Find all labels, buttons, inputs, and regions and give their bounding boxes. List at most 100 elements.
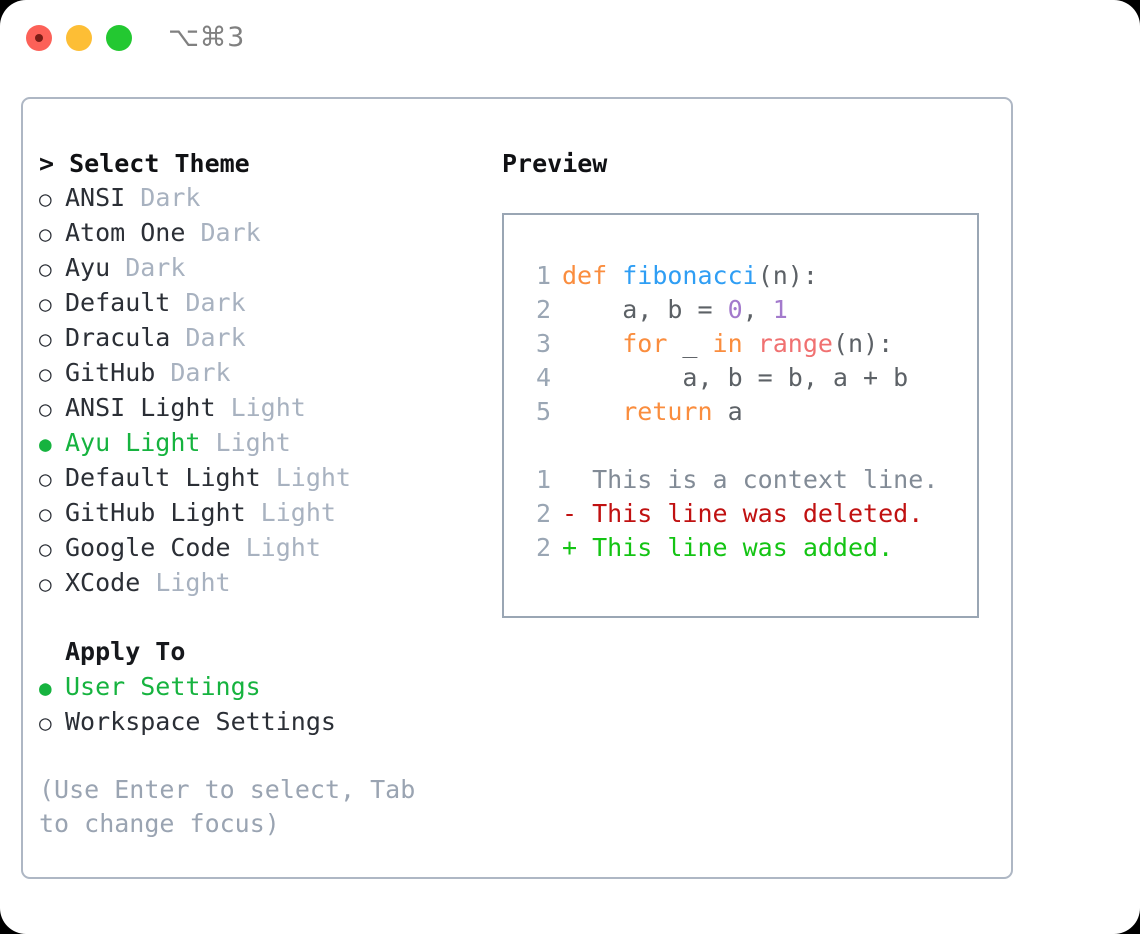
radio-unselected-icon: ○	[39, 467, 52, 491]
preview-spacer	[521, 429, 977, 463]
theme-option-label: Ayu Light	[65, 428, 201, 457]
code-token-pl	[562, 329, 622, 358]
theme-option-google-code[interactable]: ○ Google Code Light	[39, 531, 479, 566]
diff-line-ctx: 1 This is a context line.	[521, 463, 977, 497]
theme-option-category: Light	[215, 393, 306, 422]
radio-unselected-icon: ○	[39, 572, 52, 596]
theme-option-label: XCode	[65, 568, 141, 597]
code-line-number: 3	[535, 329, 551, 358]
diff-marker: +	[562, 533, 578, 562]
code-line: 4 a, b = b, a + b	[521, 361, 977, 395]
diff-marker	[562, 463, 577, 497]
diff-marker: -	[562, 499, 578, 528]
theme-option-label: ANSI	[65, 183, 126, 212]
theme-option-default-light[interactable]: ○Default Light Light	[39, 461, 479, 496]
theme-option-category: Dark	[125, 183, 201, 212]
radio-unselected-icon: ○	[39, 187, 52, 211]
code-token-pl: (n):	[832, 329, 894, 358]
close-window-button[interactable]	[26, 25, 52, 51]
code-token-kw: return	[622, 397, 713, 426]
code-token-pl: a	[712, 397, 743, 426]
diff-line-text: This line was added.	[577, 533, 894, 562]
theme-option-category: Dark	[110, 253, 186, 282]
theme-option-ansi[interactable]: ○ ANSI Dark	[39, 181, 479, 216]
diff-line-number: 2	[535, 533, 551, 562]
maximize-window-button[interactable]	[106, 25, 132, 51]
keyboard-shortcut-label: ⌥⌘3	[168, 22, 245, 53]
code-token-num: 1	[772, 295, 788, 324]
code-token-kw: in	[712, 329, 743, 358]
code-line-number: 1	[535, 261, 551, 290]
theme-option-label: Atom One	[65, 218, 186, 247]
theme-option-xcode[interactable]: ○ XCode Light	[39, 566, 479, 601]
theme-option-category: Dark	[170, 288, 246, 317]
code-line-number: 2	[535, 295, 551, 324]
theme-option-category: Dark	[185, 218, 261, 247]
theme-option-category: Light	[245, 498, 336, 527]
minimize-window-button[interactable]	[66, 25, 92, 51]
radio-unselected-icon: ○	[39, 537, 52, 561]
theme-option-category: Light	[260, 463, 351, 492]
diff-line-number: 1	[535, 465, 551, 494]
code-line-content: a, b = 0, 1	[562, 293, 788, 327]
theme-option-category: Light	[140, 568, 231, 597]
theme-option-ansi-light[interactable]: ○ANSI Light Light	[39, 391, 479, 426]
radio-selected-icon: ●	[39, 676, 52, 700]
keyboard-hint-text: (Use Enter to select, Tab to change focu…	[39, 775, 416, 838]
radio-unselected-icon: ○	[39, 222, 52, 246]
diff-preview: 1 This is a context line.2- This line wa…	[521, 463, 977, 565]
diff-line-text: This line was deleted.	[577, 499, 924, 528]
theme-option-github[interactable]: ○ GitHub Dark	[39, 356, 479, 391]
code-token-pl: a, b =	[562, 295, 728, 324]
code-line: 5 return a	[521, 395, 977, 429]
apply-to-section: Apply To ● User Settings ○Workspace Settin…	[39, 635, 479, 740]
theme-option-label: GitHub Light	[65, 498, 246, 527]
theme-option-atom-one[interactable]: ○ Atom One Dark	[39, 216, 479, 251]
diff-line-number: 2	[535, 499, 551, 528]
diff-line-del: 2- This line was deleted.	[521, 497, 977, 531]
code-line: 1 def fibonacci(n):	[521, 259, 977, 293]
theme-option-category: Dark	[170, 323, 246, 352]
radio-unselected-icon: ○	[39, 502, 52, 526]
code-line: 3 for _ in range(n):	[521, 327, 977, 361]
theme-option-label: Dracula	[65, 323, 171, 352]
radio-unselected-icon: ○	[39, 362, 52, 386]
theme-option-ayu-light[interactable]: ●Ayu Light Light	[39, 426, 479, 461]
theme-option-github-light[interactable]: ○ GitHub Light Light	[39, 496, 479, 531]
diff-line-add: 2 + This line was added.	[521, 531, 977, 565]
theme-option-dracula[interactable]: ○Dracula Dark	[39, 321, 479, 356]
code-line-content: return a	[562, 395, 743, 429]
theme-option-label: GitHub	[65, 358, 156, 387]
preview-heading: Preview	[502, 149, 608, 178]
theme-list: ○ANSI Dark○Atom One Dark○Ayu Dark○Defaul…	[39, 181, 479, 601]
code-token-kw: for	[622, 329, 668, 358]
theme-option-label: ANSI Light	[65, 393, 216, 422]
apply-to-option-user-settings[interactable]: ● User Settings	[39, 670, 479, 705]
code-line-number: 5	[535, 397, 551, 426]
main-panel: > Select Theme ○ANSI Dark○Atom One Dark○…	[21, 97, 1013, 879]
code-token-num: 0	[727, 295, 743, 324]
window-controls	[26, 25, 132, 51]
theme-option-default[interactable]: ○Default Dark	[39, 286, 479, 321]
theme-option-label: Ayu	[65, 253, 111, 282]
apply-to-option-workspace-settings[interactable]: ○Workspace Settings	[39, 705, 479, 740]
apply-to-heading: Apply To	[65, 637, 186, 666]
radio-unselected-icon: ○	[39, 292, 52, 316]
theme-option-category: Dark	[155, 358, 231, 387]
code-line: 2 a, b = 0, 1	[521, 293, 977, 327]
apply-to-heading-spacer	[39, 636, 65, 670]
code-token-pl: (n):	[757, 261, 818, 290]
code-token-pl: a, b = b, a + b	[562, 363, 909, 392]
theme-option-ayu[interactable]: ○ Ayu Dark	[39, 251, 479, 286]
code-line-content: def fibonacci(n):	[562, 259, 818, 293]
apply-to-option-label: User Settings	[65, 672, 261, 701]
code-line-content: for _ in range(n):	[562, 327, 893, 361]
radio-unselected-icon: ○	[39, 257, 52, 281]
radio-unselected-icon: ○	[39, 711, 52, 735]
theme-option-category: Light	[230, 533, 321, 562]
code-token-pl	[743, 329, 758, 358]
theme-option-label: Google Code	[65, 533, 231, 562]
code-token-pl	[562, 397, 622, 426]
